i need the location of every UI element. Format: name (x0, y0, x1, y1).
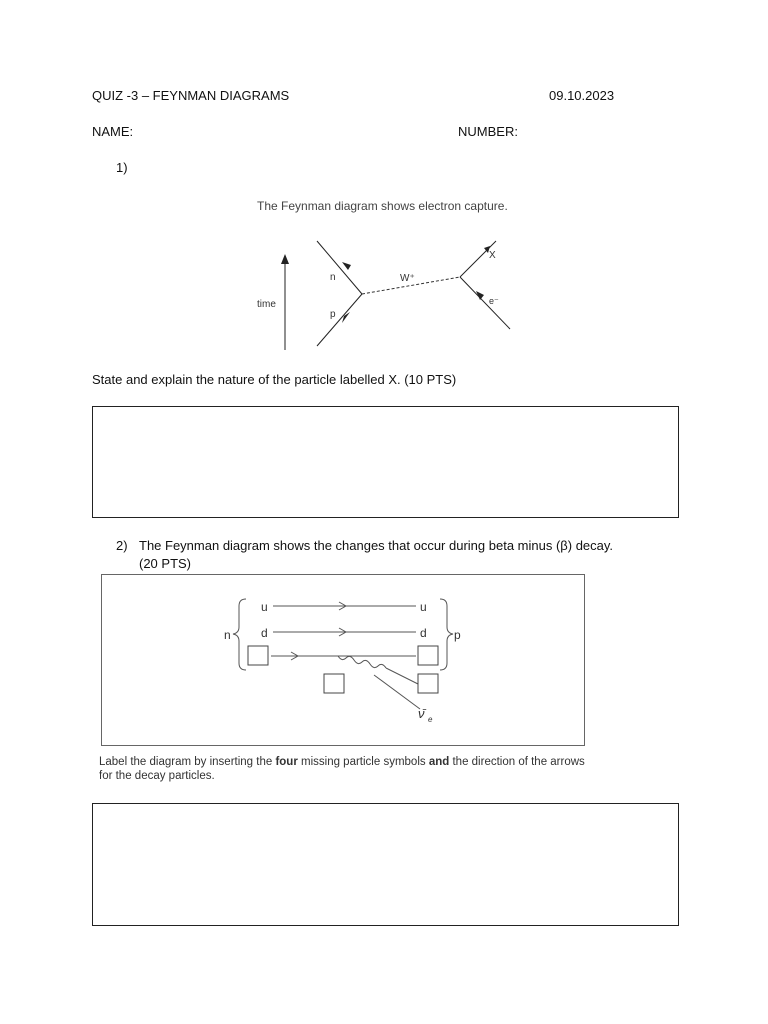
time-arrow-head (281, 254, 289, 264)
neutron-brace (232, 598, 247, 671)
caption-text-1: Label the diagram by inserting the (99, 756, 276, 768)
u-quark-right: u (420, 600, 427, 614)
proton-line (316, 293, 363, 347)
number-label: NUMBER: (458, 124, 518, 139)
x-line (459, 240, 497, 278)
question-1-text: State and explain the nature of the part… (92, 372, 457, 387)
answer-box-2[interactable] (92, 803, 679, 926)
blank-electron-box (417, 673, 439, 694)
u-quark-arrow (338, 601, 348, 611)
d-quark-arrow (338, 627, 348, 637)
antineutrino-label: ν̄ (418, 706, 427, 721)
quiz-date: 09.10.2023 (549, 88, 615, 103)
figure-1-title: The Feynman diagram shows electron captu… (257, 199, 508, 213)
proton-brace-label: p (454, 628, 461, 642)
caption-bold-and: and (428, 756, 450, 768)
answer-box-1[interactable] (92, 406, 679, 518)
beta-decay-diagram: n p u u d d ν̄ e (101, 574, 585, 746)
changing-quark-arrow (290, 651, 300, 661)
proton-label: p (330, 309, 336, 320)
caption-bold-four: four (275, 756, 298, 768)
blank-right-quark (417, 645, 439, 666)
question-1-number: 1) (116, 160, 128, 175)
w-boson-label: W⁺ (400, 273, 415, 284)
electron-capture-diagram: The Feynman diagram shows electron captu… (248, 196, 548, 356)
electron-label: e⁻ (489, 296, 499, 306)
u-quark-left: u (261, 600, 268, 614)
x-arrow (484, 246, 490, 253)
diagram-caption: Label the diagram by inserting the four … (99, 755, 659, 783)
caption-text-3: the direction of the arrows (449, 756, 585, 768)
electron-line (459, 276, 511, 330)
w-boson-line (361, 276, 461, 295)
neutron-label: n (330, 272, 336, 283)
name-label: NAME: (92, 124, 134, 139)
electron-arrow (476, 291, 484, 300)
neutron-arrow (342, 262, 351, 270)
d-quark-left: d (261, 626, 268, 640)
caption-text-2: missing particle symbols (297, 756, 429, 768)
caption-line-2: for the decay particles. (99, 770, 215, 782)
question-2-number: 2) (116, 538, 128, 553)
electron-decay-line (385, 667, 419, 685)
question-2-points: (20 PTS) (139, 556, 192, 571)
time-label: time (257, 299, 276, 310)
w-boson-wavy-line (337, 655, 387, 669)
blank-boson-box (323, 673, 345, 694)
neutron-line (316, 240, 363, 295)
quiz-title: QUIZ -3 – FEYNMAN DIAGRAMS (92, 88, 290, 103)
antineutrino-subscript: e (428, 715, 433, 724)
neutron-brace-label: n (224, 628, 231, 642)
x-label: X (489, 250, 496, 261)
proton-arrow (342, 312, 350, 323)
proton-brace (439, 598, 454, 671)
antineutrino-line (373, 674, 421, 710)
d-quark-right: d (420, 626, 427, 640)
blank-left-quark (247, 645, 269, 666)
question-2-text: The Feynman diagram shows the changes th… (139, 538, 614, 553)
